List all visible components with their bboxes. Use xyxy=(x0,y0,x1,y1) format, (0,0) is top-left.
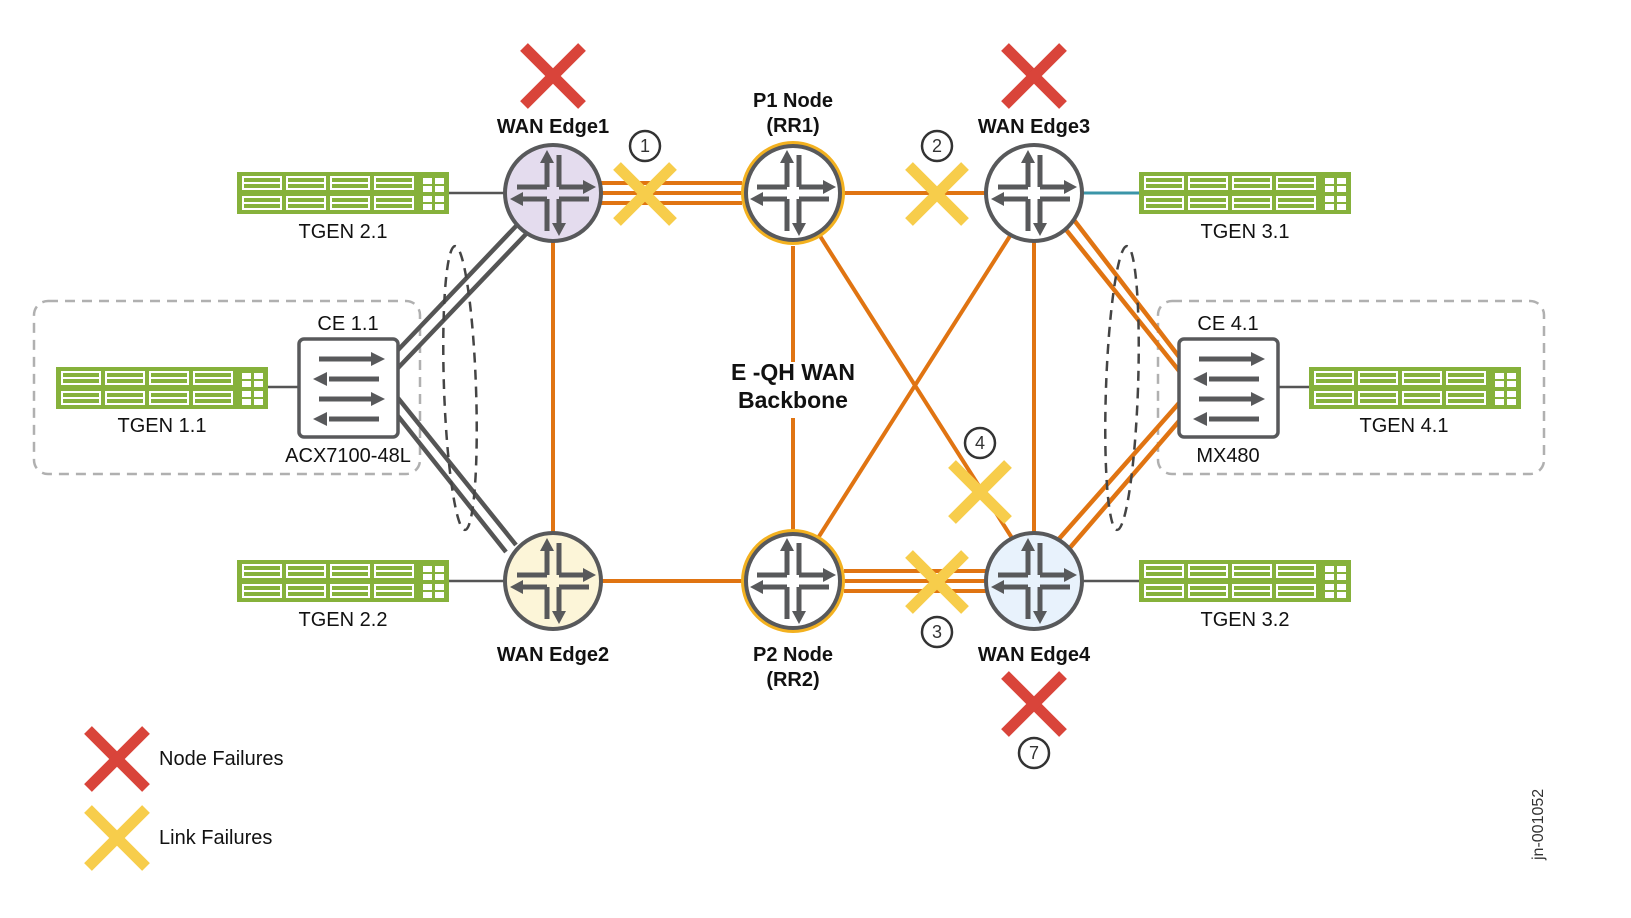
failure-number-1: 1 xyxy=(628,129,662,163)
failure-number-3-text: 3 xyxy=(932,622,942,642)
site-4-group-box xyxy=(1156,299,1546,476)
link-failure-icon-1 xyxy=(613,162,677,226)
legend: Node Failures Link Failures xyxy=(84,726,284,871)
site-1-group-box xyxy=(32,299,422,476)
failure-number-2: 2 xyxy=(920,129,954,163)
ce-1-1-model: ACX7100-48L xyxy=(285,445,411,467)
link-edge1-p1 xyxy=(600,181,742,205)
link-p2-edge3 xyxy=(816,234,1012,540)
tgen-3-2-label: TGEN 3.2 xyxy=(1201,609,1290,631)
node-failure-icon-edge1 xyxy=(520,43,586,109)
link-ce41-edge3 xyxy=(1061,218,1182,374)
tgen-2-2 xyxy=(236,559,450,603)
p1-node-router[interactable] xyxy=(741,141,845,245)
figure-id-watermark: jn-001052 xyxy=(1530,789,1547,861)
legend-node-failures-label: Node Failures xyxy=(159,748,284,770)
failure-number-7: 7 xyxy=(1017,736,1051,770)
tgen-3-1-label: TGEN 3.1 xyxy=(1201,221,1290,243)
lag-bundle-right xyxy=(1104,244,1140,532)
ce-4-1-model: MX480 xyxy=(1196,445,1259,467)
p2-node-role: (RR2) xyxy=(766,669,819,691)
p2-node-label: P2 Node xyxy=(753,644,833,666)
p2-node-router[interactable] xyxy=(741,529,845,633)
wan-edge2-router[interactable] xyxy=(503,531,603,631)
tgen-2-1-label: TGEN 2.1 xyxy=(299,221,388,243)
ce-1-1-label: CE 1.1 xyxy=(317,313,378,335)
failure-number-2-text: 2 xyxy=(932,136,942,156)
node-failure-icon-edge4 xyxy=(1001,671,1067,737)
tgen-4-1-label: TGEN 4.1 xyxy=(1360,415,1449,437)
failure-number-4: 4 xyxy=(963,426,997,460)
link-failure-icon-2 xyxy=(905,162,969,226)
link-ce41-edge4 xyxy=(1056,400,1182,552)
wan-edge4-router[interactable] xyxy=(984,531,1084,631)
tgen-2-2-label: TGEN 2.2 xyxy=(299,609,388,631)
wan-edge3-label: WAN Edge3 xyxy=(978,116,1090,138)
wan-edge1-label: WAN Edge1 xyxy=(497,116,609,138)
legend-link-failure-icon xyxy=(84,805,150,871)
legend-node-failure-icon xyxy=(84,726,150,792)
wan-edge1-router[interactable] xyxy=(503,143,603,243)
legend-link-failures-label: Link Failures xyxy=(159,827,272,849)
backbone-title-line1: E -QH WAN xyxy=(731,359,855,385)
failure-number-1-text: 1 xyxy=(640,136,650,156)
wan-edge3-router[interactable] xyxy=(984,143,1084,243)
p1-node-label: P1 Node xyxy=(753,90,833,112)
link-ce11-edge2 xyxy=(396,396,518,554)
tgen-3-2 xyxy=(1138,559,1352,603)
ce-4-1-switch[interactable] xyxy=(1177,337,1280,439)
lag-bundle-left xyxy=(442,244,478,532)
tgen-1-1 xyxy=(55,366,269,410)
link-ce11-edge1 xyxy=(396,222,530,370)
backbone-title-line2: Backbone xyxy=(738,387,848,413)
tgen-1-1-label: TGEN 1.1 xyxy=(118,415,207,437)
failure-number-4-text: 4 xyxy=(975,433,985,453)
ce-1-1-switch[interactable] xyxy=(297,337,400,439)
tgen-2-1 xyxy=(236,171,450,215)
p1-node-role: (RR1) xyxy=(766,115,819,137)
node-failure-icon-edge3 xyxy=(1001,43,1067,109)
ce-4-1-label: CE 4.1 xyxy=(1197,313,1258,335)
link-failure-icon-3 xyxy=(905,550,969,614)
link-failure-icon-4 xyxy=(948,460,1012,524)
failure-number-3: 3 xyxy=(920,615,954,649)
tgen-4-1 xyxy=(1308,366,1522,410)
tgen-3-1 xyxy=(1138,171,1352,215)
wan-edge2-label: WAN Edge2 xyxy=(497,644,609,666)
link-p2-edge4 xyxy=(844,569,986,593)
wan-edge4-label: WAN Edge4 xyxy=(978,644,1091,666)
failure-number-7-text: 7 xyxy=(1029,743,1039,763)
